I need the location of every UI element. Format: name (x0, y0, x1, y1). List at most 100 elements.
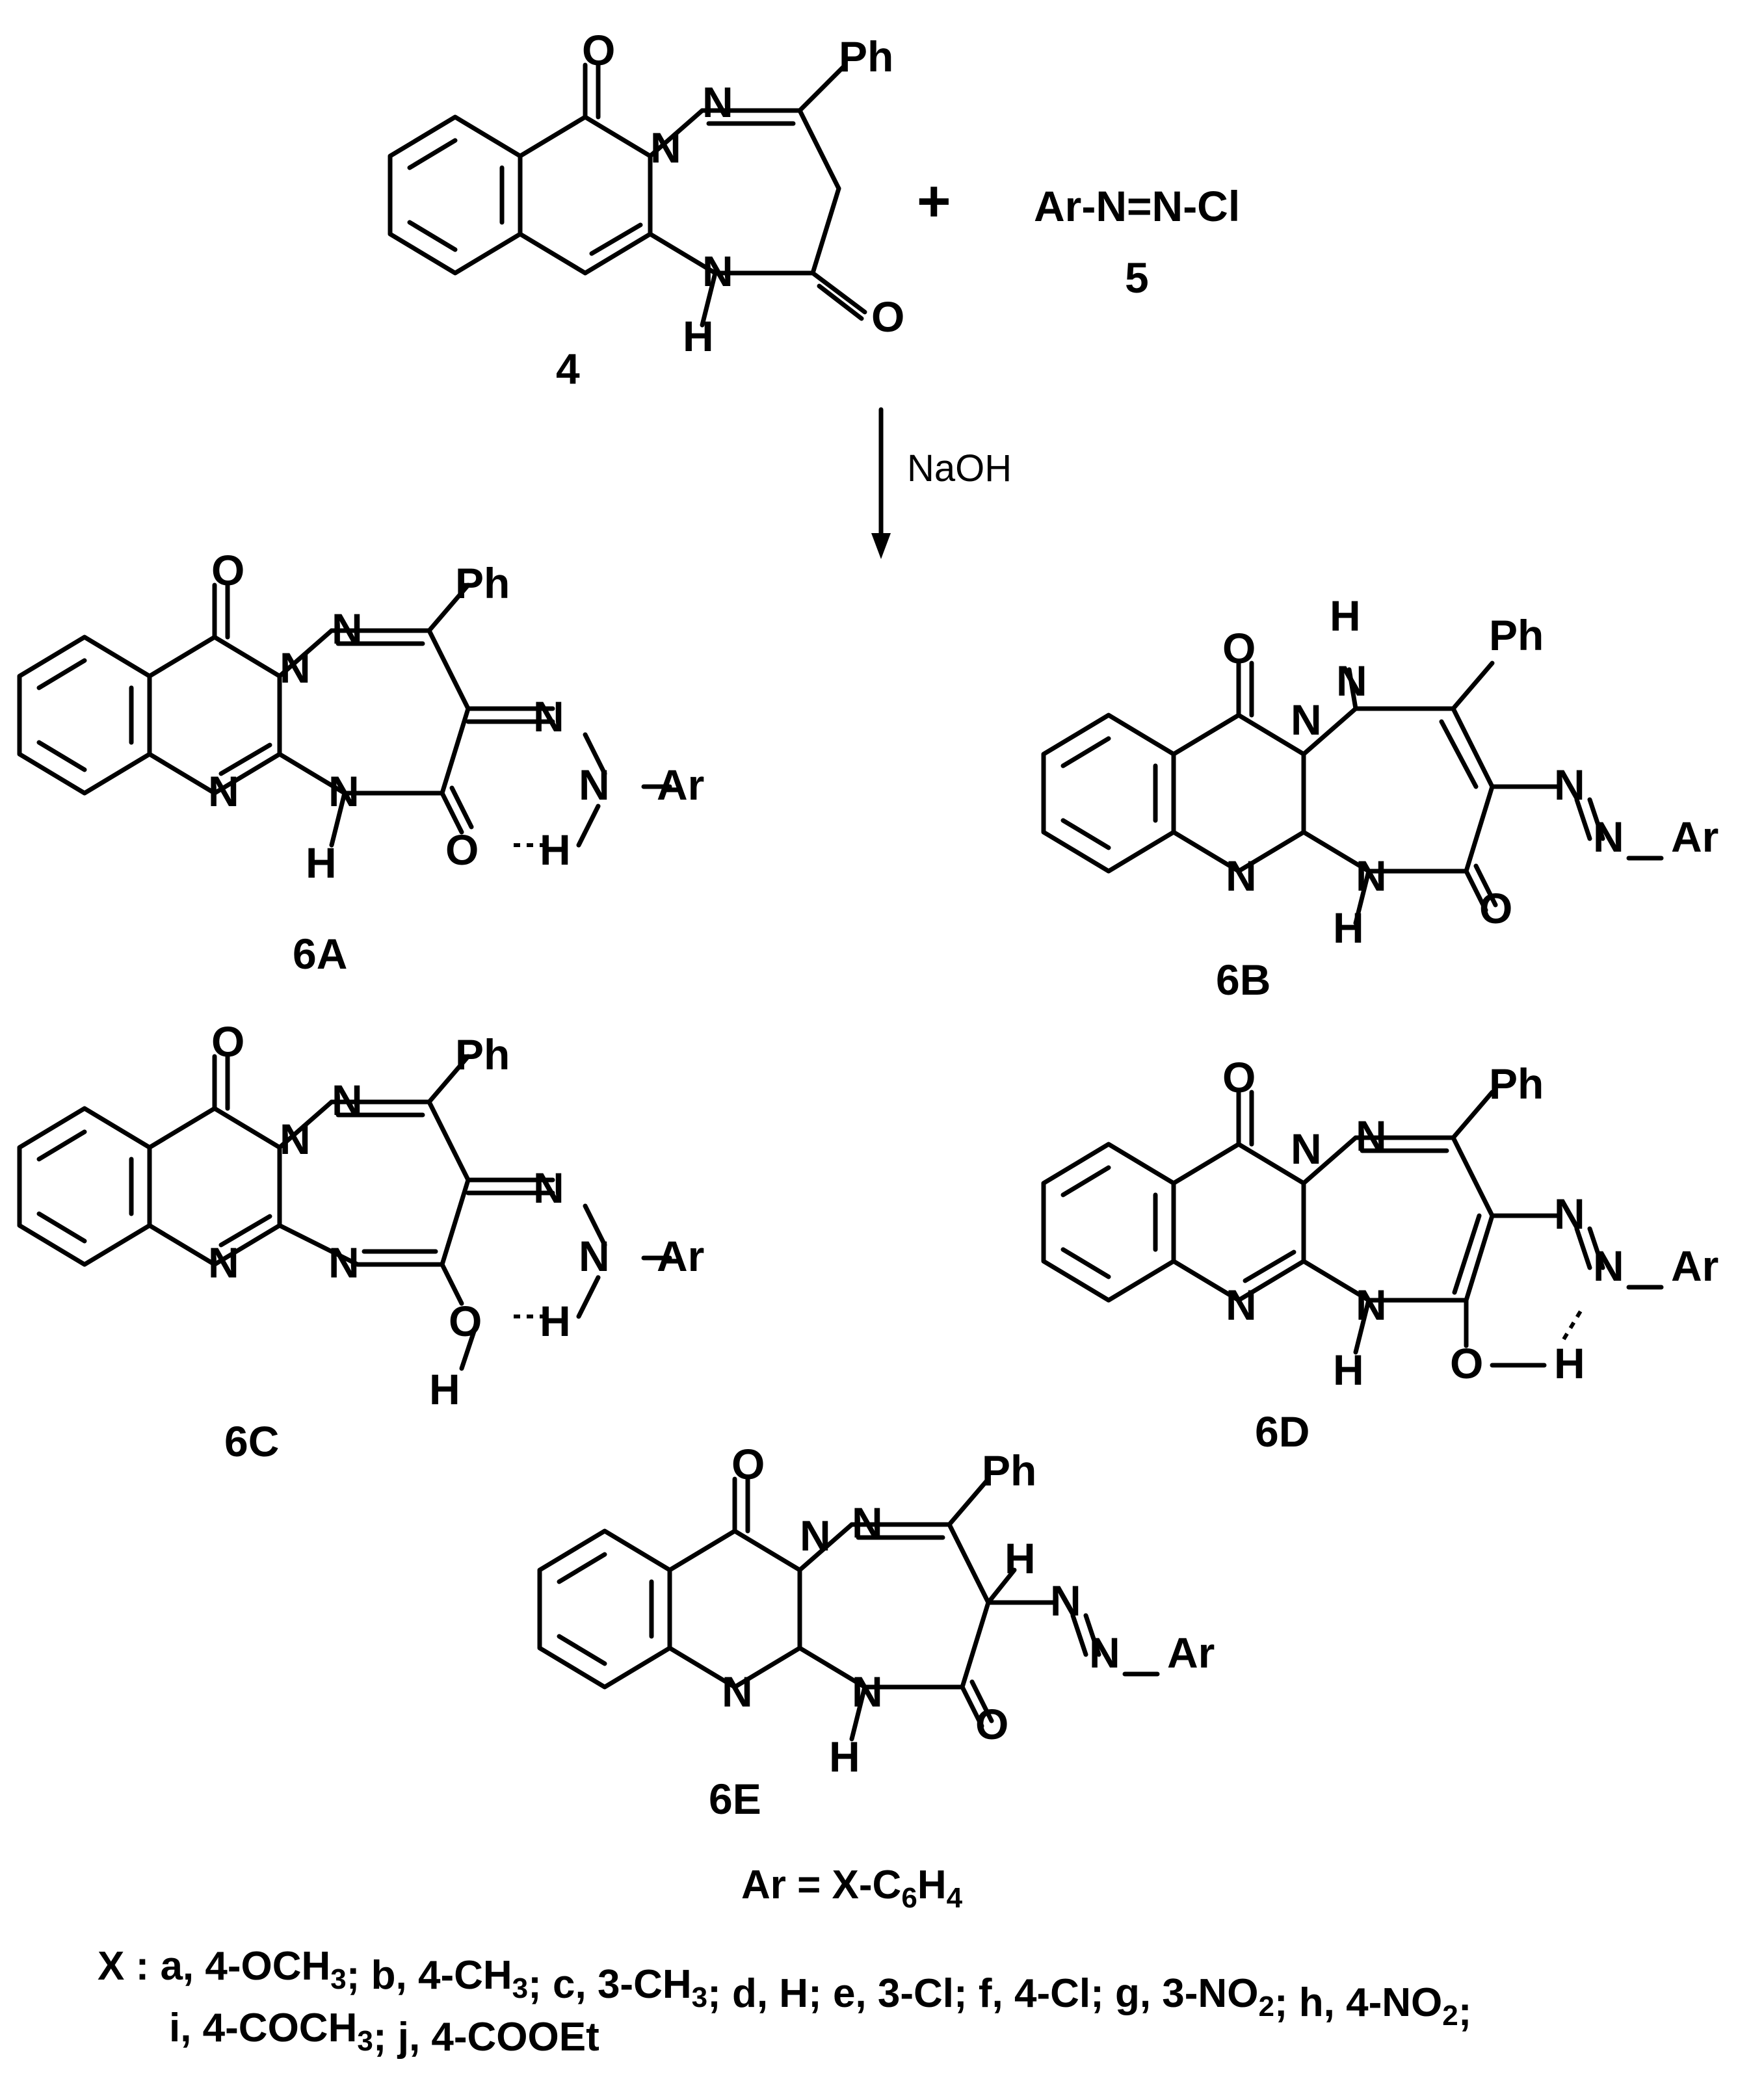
compound-label-5: 5 (1125, 254, 1149, 302)
substituent-subscript: 2 (1258, 1991, 1274, 2022)
c6E-ar: Ar (1167, 1629, 1215, 1677)
compound-label-4: 4 (556, 345, 580, 393)
c6D-nh-h: H (1333, 1346, 1364, 1394)
c6A-n3: N (208, 767, 239, 815)
c6C-hydrazone-n2: N (579, 1232, 610, 1280)
c4-n-n: N (702, 78, 733, 126)
c4-nh-h: H (683, 312, 714, 360)
substituent-subscript: 3 (330, 1963, 346, 1995)
substituent-subscript: 3 (357, 2025, 373, 2057)
c6C-hydrazone-h: H (540, 1297, 571, 1345)
compound-6C-structure (17, 1054, 672, 1371)
c6C-n2: N (332, 1076, 363, 1124)
c6B-n-ring: N (1291, 696, 1322, 744)
c6A-nh-n: N (328, 767, 360, 815)
c4-nh-n: N (702, 247, 733, 295)
c6E-ch-h: H (1005, 1534, 1036, 1582)
c6A-carbonyl-o: O (211, 546, 244, 594)
substituent-text: ; b, 4-CH (347, 1953, 512, 1998)
substituent-subscript: 3 (512, 1972, 528, 2004)
c6B-o: O (1479, 884, 1512, 932)
c6B-ar: Ar (1671, 813, 1718, 861)
c6C-ar: Ar (657, 1232, 704, 1280)
c6D-n1: N (1291, 1125, 1322, 1173)
substituent-text: ; h, 4-NO (1274, 1980, 1442, 2025)
c6C-o: O (449, 1297, 482, 1345)
c6B-nh-n: N (1356, 852, 1387, 900)
c6E-o: O (975, 1700, 1008, 1748)
substituent-list-line-2: i, 4-COCH3; j, 4-COOEt (169, 2006, 599, 2060)
c6C-n1: N (280, 1115, 311, 1163)
c6E-n2: N (852, 1499, 883, 1547)
c6C-oh-h: H (429, 1365, 460, 1413)
c6B-n-ring2: N (1226, 852, 1257, 900)
c6D-o: O (1450, 1339, 1483, 1387)
compound-label-6B: 6B (1216, 956, 1270, 1004)
c6B-carbonyl-o: O (1222, 624, 1256, 672)
c6A-hydrazone-n1: N (533, 692, 564, 740)
c6C-n4: N (328, 1238, 360, 1287)
compound-label-6C: 6C (224, 1417, 279, 1465)
c6D-n2: N (1356, 1112, 1387, 1160)
c6C-hydrazone-n1: N (533, 1164, 564, 1212)
c4-carbonyl-o2: O (871, 293, 904, 341)
c6A-nh-h: H (306, 839, 337, 887)
c4-ring-n: N (650, 124, 681, 172)
c6A-phenyl: Ph (455, 559, 510, 607)
c6D-carbonyl-o: O (1222, 1053, 1256, 1101)
plus-sign: + (917, 169, 951, 234)
c6E-phenyl: Ph (982, 1446, 1036, 1495)
c6B-azo-n2: N (1593, 813, 1624, 861)
c6B-azo-n1: N (1554, 761, 1585, 809)
c6D-oh-h: H (1554, 1339, 1585, 1387)
c4-phenyl: Ph (839, 33, 893, 81)
c6E-azo-n1: N (1050, 1577, 1081, 1625)
c6C-phenyl: Ph (455, 1030, 510, 1079)
c6D-n3: N (1226, 1281, 1257, 1329)
compound-label-6A: 6A (293, 930, 347, 978)
c6D-ar: Ar (1671, 1242, 1718, 1290)
c6A-n2: N (332, 605, 363, 653)
substituent-text: ; d, H; e, 3-Cl; f, 4-Cl; g, 3-NO (707, 1971, 1258, 2016)
c6B-nh-h: H (1333, 904, 1364, 952)
substituent-text: ; c, 3-CH (528, 1962, 691, 2007)
c6B-n-top: N (1336, 657, 1367, 705)
substituent-text: i, 4-COCH (169, 2006, 357, 2050)
compound-label-6E: 6E (709, 1775, 761, 1823)
substituent-text: ; j, 4-COOEt (373, 2015, 599, 2060)
substituent-subscript: 2 (1442, 2000, 1458, 2032)
substituent-text: X : a, 4-OCH (98, 1944, 330, 1989)
c6A-ar: Ar (657, 761, 704, 809)
compound-6B-structure (1041, 661, 1664, 926)
substituent-subscript: 3 (692, 1982, 707, 2013)
c6C-n3: N (208, 1238, 239, 1287)
c6E-carbonyl-o: O (731, 1440, 765, 1488)
ar-definition: Ar = X-C6H4 (741, 1863, 963, 1914)
c6C-carbonyl-o: O (211, 1017, 244, 1066)
substituent-text: ; (1458, 1989, 1472, 2034)
c6E-n3: N (722, 1668, 753, 1716)
c6A-o: O (445, 826, 479, 874)
c6E-azo-n2: N (1089, 1629, 1120, 1677)
c6A-hydrazone-h: H (540, 826, 571, 874)
c6E-n1: N (800, 1512, 831, 1560)
c6B-n-h-top: H (1330, 592, 1361, 640)
compound-6D-structure (1041, 1090, 1664, 1368)
compound-6E-structure (537, 1476, 1160, 1742)
c4-carbonyl-o: O (582, 26, 615, 74)
compound-6A-structure (17, 582, 672, 848)
c6B-phenyl: Ph (1489, 611, 1544, 659)
reaction-condition: NaOH (907, 447, 1012, 490)
c6D-phenyl: Ph (1489, 1060, 1544, 1108)
reagent-5-formula: Ar-N=N-Cl (1034, 182, 1240, 230)
c6A-n1: N (280, 644, 311, 692)
c6E-nh-n: N (852, 1668, 883, 1716)
c6E-nh-h: H (829, 1733, 860, 1781)
compound-label-6D: 6D (1255, 1407, 1310, 1456)
c6D-azo-n1: N (1554, 1190, 1585, 1238)
substituent-list-line-1: X : a, 4-OCH3; b, 4-CH3; c, 3-CH3; d, H;… (98, 1944, 1471, 2034)
c6D-azo-n2: N (1593, 1242, 1624, 1290)
reaction-arrow (871, 407, 891, 559)
c6A-hydrazone-n2: N (579, 761, 610, 809)
